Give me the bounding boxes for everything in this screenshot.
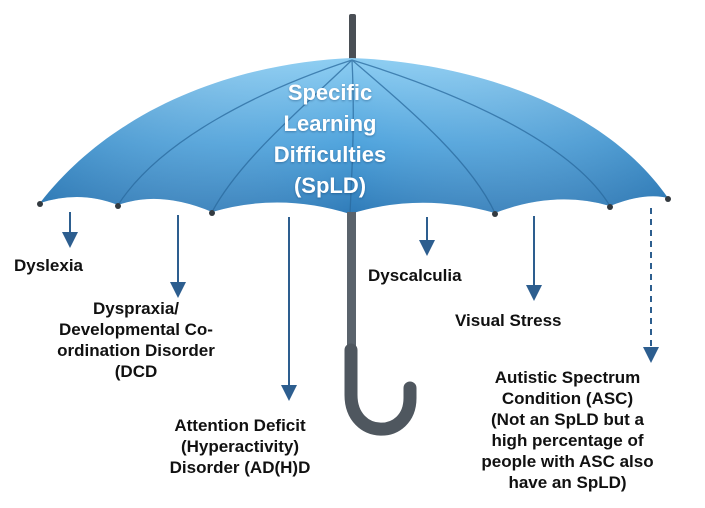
label-line: Condition (ASC) — [440, 388, 695, 409]
label-line: ordination Disorder — [16, 340, 256, 361]
label-visual-stress: Visual Stress — [455, 310, 561, 331]
label-line: (Hyperactivity) — [120, 436, 360, 457]
label-line: Dyscalculia — [368, 265, 462, 286]
label-dyspraxia: Dyspraxia/ Developmental Co- ordination … — [16, 298, 256, 382]
title-line: Difficulties — [230, 142, 430, 168]
title-line: Learning — [230, 111, 430, 137]
label-line: high percentage of — [440, 430, 695, 451]
label-line: Disorder (AD(H)D — [120, 457, 360, 478]
title-line: (SpLD) — [230, 173, 430, 199]
label-line: people with ASC also — [440, 451, 695, 472]
label-dyscalculia: Dyscalculia — [368, 265, 462, 286]
label-line: have an SpLD) — [440, 472, 695, 493]
label-line: Dyslexia — [14, 255, 83, 276]
label-line: Attention Deficit — [120, 415, 360, 436]
label-adhd: Attention Deficit (Hyperactivity) Disord… — [120, 415, 360, 478]
label-dyslexia: Dyslexia — [14, 255, 83, 276]
label-line: Autistic Spectrum — [440, 367, 695, 388]
label-line: (Not an SpLD but a — [440, 409, 695, 430]
umbrella-tip — [349, 14, 356, 62]
umbrella-shaft — [347, 212, 356, 352]
title-line: Specific — [230, 80, 430, 106]
label-line: Visual Stress — [455, 310, 561, 331]
label-line: Developmental Co- — [16, 319, 256, 340]
label-line: Dyspraxia/ — [16, 298, 256, 319]
label-asc: Autistic Spectrum Condition (ASC) (Not a… — [440, 367, 695, 493]
label-line: (DCD — [16, 361, 256, 382]
